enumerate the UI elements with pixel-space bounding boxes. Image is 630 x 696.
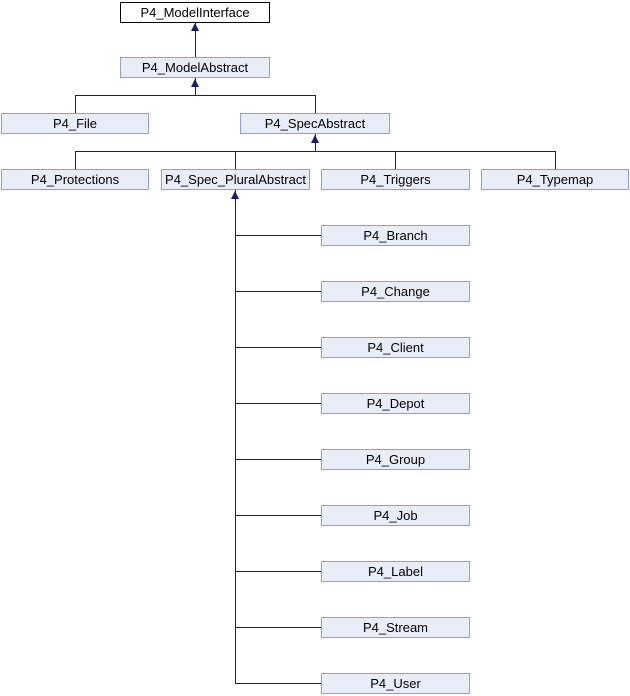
class-node-p4-label[interactable]: P4_Label [321, 561, 470, 582]
inheritance-edge [195, 78, 196, 96]
inheritance-edge [315, 134, 316, 152]
inheritance-edge [235, 683, 321, 684]
class-node-p4-branch[interactable]: P4_Branch [321, 225, 470, 246]
class-node-p4-file[interactable]: P4_File [1, 113, 149, 134]
arrowhead-up-icon [311, 135, 319, 143]
inheritance-edge [235, 515, 321, 516]
arrowhead-up-icon [191, 79, 199, 87]
class-node-p4-modelabstract[interactable]: P4_ModelAbstract [120, 57, 270, 78]
inheritance-edge [235, 347, 321, 348]
arrowhead-up-icon [231, 191, 239, 199]
class-node-p4-triggers[interactable]: P4_Triggers [321, 169, 470, 190]
class-node-p4-modelinterface: P4_ModelInterface [120, 2, 270, 23]
inheritance-edge [235, 235, 321, 236]
class-node-p4-spec-pluralabstract[interactable]: P4_Spec_PluralAbstract [161, 169, 310, 190]
inheritance-edge [75, 151, 556, 152]
class-node-p4-specabstract[interactable]: P4_SpecAbstract [240, 113, 390, 134]
inheritance-edge [315, 95, 316, 113]
class-node-p4-typemap[interactable]: P4_Typemap [481, 169, 629, 190]
class-node-p4-depot[interactable]: P4_Depot [321, 393, 470, 414]
class-node-p4-job[interactable]: P4_Job [321, 505, 470, 526]
inheritance-edge [75, 151, 76, 169]
inheritance-edge [195, 22, 196, 57]
inheritance-edge [235, 627, 321, 628]
inheritance-edge [235, 291, 321, 292]
arrowhead-up-icon [191, 23, 199, 31]
inheritance-edge [75, 95, 76, 113]
class-node-p4-change[interactable]: P4_Change [321, 281, 470, 302]
inheritance-edge [555, 151, 556, 169]
inheritance-edge [235, 459, 321, 460]
inheritance-edge [395, 151, 396, 169]
class-node-p4-client[interactable]: P4_Client [321, 337, 470, 358]
inheritance-edge [235, 190, 236, 684]
class-node-p4-stream[interactable]: P4_Stream [321, 617, 470, 638]
class-node-p4-user[interactable]: P4_User [321, 673, 470, 694]
inheritance-edge [235, 403, 321, 404]
inheritance-edge [235, 571, 321, 572]
class-node-p4-group[interactable]: P4_Group [321, 449, 470, 470]
inheritance-edge [75, 95, 316, 96]
class-node-p4-protections[interactable]: P4_Protections [1, 169, 149, 190]
inheritance-edge [235, 151, 236, 169]
